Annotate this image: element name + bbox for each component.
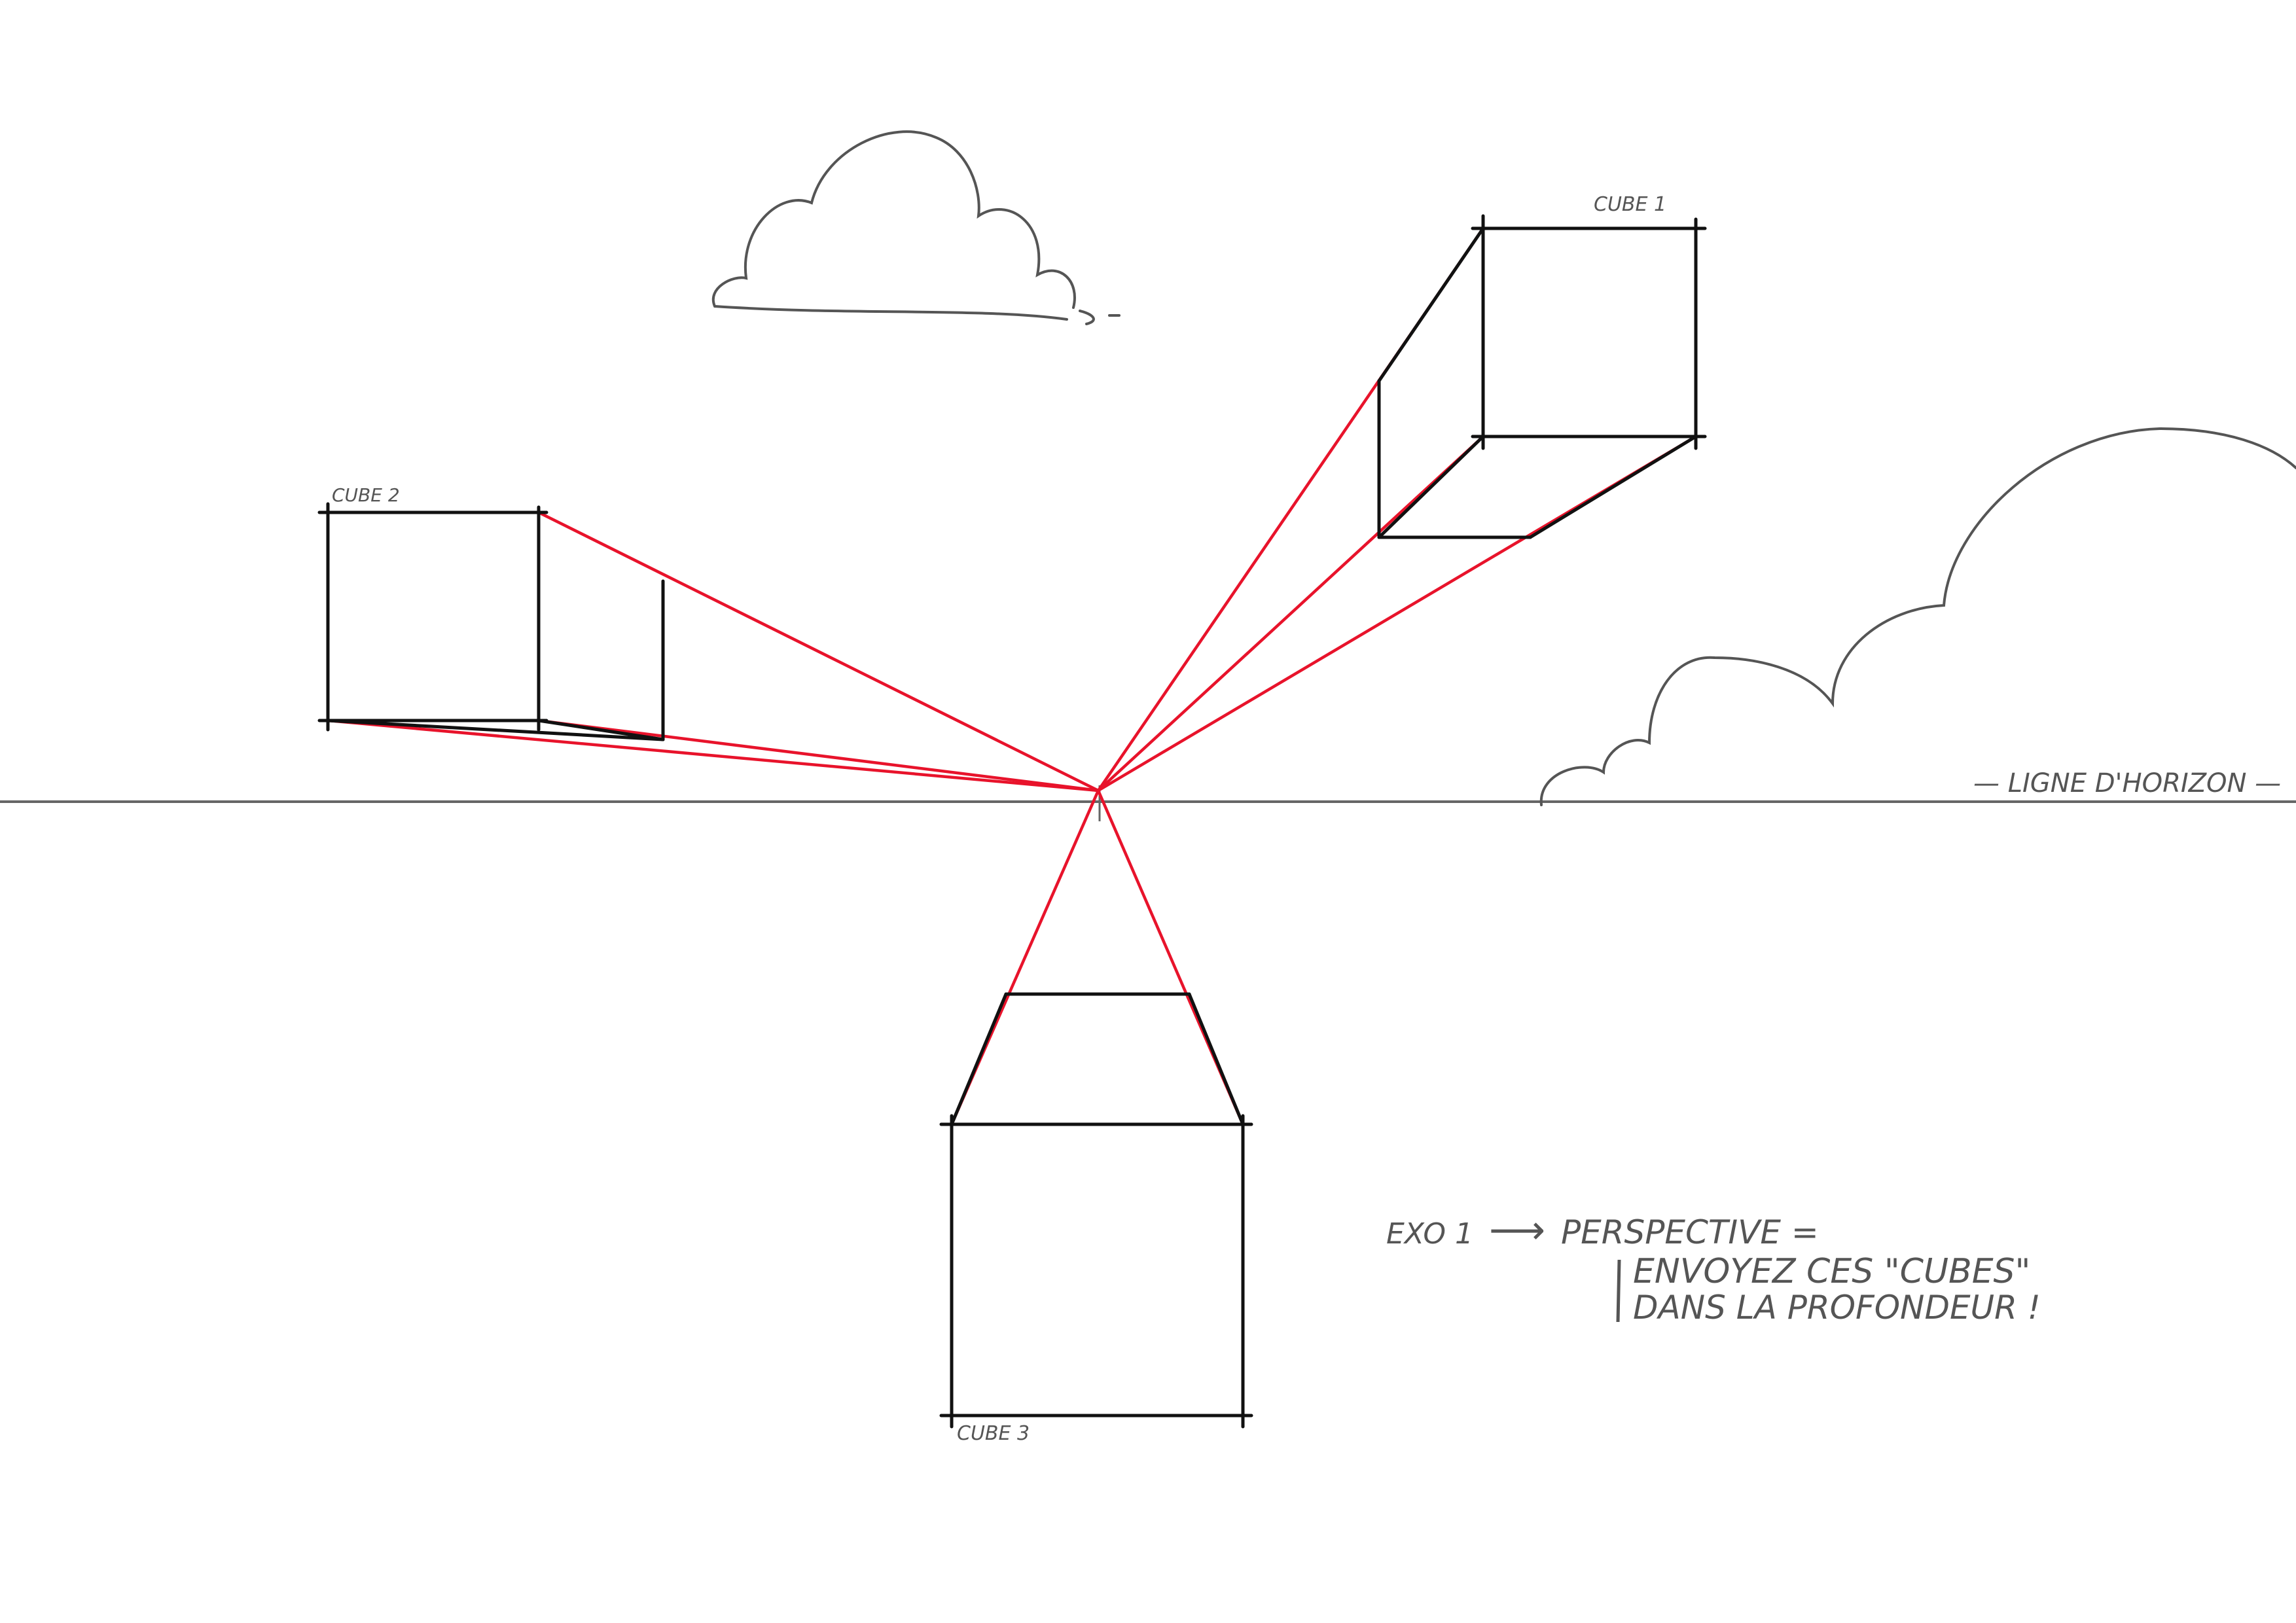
exercise-bar — [1616, 1259, 1621, 1323]
cube-3-label: CUBE 3 — [957, 1422, 1030, 1445]
cube-3 — [939, 992, 1253, 1429]
vanishing-lines — [327, 227, 1697, 1125]
cube-1-label: CUBE 1 — [1594, 193, 1666, 216]
cube-2-label: CUBE 2 — [332, 484, 400, 506]
cube-2 — [317, 502, 665, 741]
exercise-line-2: DANS LA PROFONDEUR ! — [1633, 1289, 2041, 1327]
horizon-label: — LIGNE D'HORIZON — — [1973, 768, 2281, 798]
cloud-small — [711, 130, 1121, 325]
exercise-arrow: ⟶ — [1489, 1207, 1545, 1253]
exercise-title: EXO 1 — [1386, 1217, 1473, 1251]
exercise-line-1: ENVOYEZ CES "CUBES" — [1633, 1252, 2030, 1291]
exercise-topic: PERSPECTIVE = — [1561, 1213, 1819, 1251]
cube-1 — [1377, 214, 1707, 539]
cloud-large — [1539, 427, 2296, 806]
